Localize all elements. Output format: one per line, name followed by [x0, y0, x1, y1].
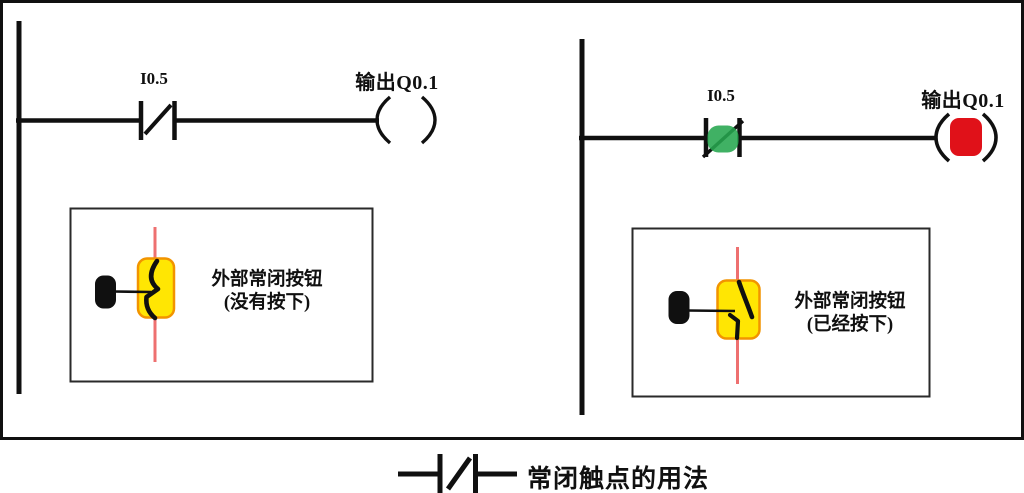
- right-contact-label: I0.5: [707, 86, 735, 105]
- left-callout-text: 外部常闭按钮 (没有按下): [194, 269, 340, 315]
- nc-contact-energized-icon: [701, 118, 745, 159]
- left-output-label: 输出Q0.1: [355, 72, 439, 94]
- callout-line2: (已经按下): [806, 315, 894, 335]
- left-contact-label: I0.5: [140, 69, 168, 88]
- nc-contact-icon: [138, 101, 177, 140]
- contact-blade-open: [736, 279, 755, 320]
- actuator-link: [113, 290, 152, 294]
- left-network: [16, 21, 437, 394]
- right-output-label: 输出Q0.1: [921, 90, 1005, 112]
- diagram-border: [0, 0, 1024, 440]
- pushbutton-actuator: [95, 275, 116, 309]
- output-coil-energized-icon: [934, 112, 998, 163]
- left-callout-box: [69, 207, 374, 383]
- pushbutton-actuator: [668, 291, 690, 324]
- callout-line1: 外部常闭按钮: [211, 270, 323, 290]
- right-callout-box: [631, 227, 931, 398]
- contact-lower-terminal: [727, 312, 741, 341]
- callout-line2: (没有按下): [223, 293, 311, 313]
- nc-contact-legend-icon: [398, 454, 517, 493]
- legend-label: 常闭触点的用法: [527, 466, 710, 493]
- right-network: [579, 39, 998, 415]
- right-callout-text: 外部常闭按钮 (已经按下): [777, 291, 923, 337]
- power-flow-highlight: [707, 125, 739, 153]
- callout-frame: [69, 207, 374, 383]
- contact-blade-closed: [144, 258, 161, 321]
- output-coil-icon: [375, 95, 437, 145]
- callout-line1: 外部常闭按钮: [794, 292, 906, 312]
- coil-on-indicator: [950, 118, 982, 156]
- actuator-link: [687, 309, 736, 313]
